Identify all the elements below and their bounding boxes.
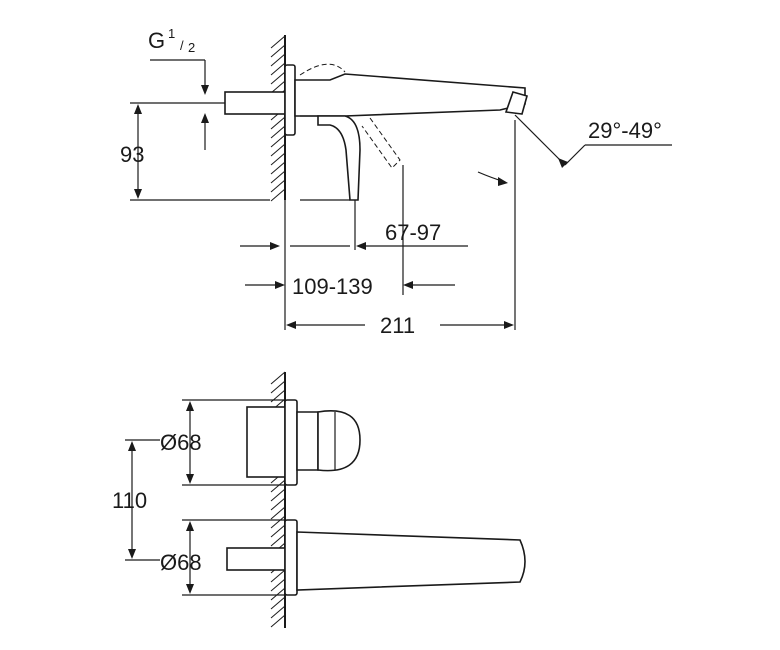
thread-label: G xyxy=(148,28,165,53)
hatch-line xyxy=(270,596,286,610)
hatch-line xyxy=(270,479,286,493)
valve-flange xyxy=(284,399,298,486)
hatch-line xyxy=(270,578,286,592)
spacing-110-label: 110 xyxy=(112,488,147,513)
hatch-line xyxy=(270,44,286,58)
diameter-top-dimension: Ø68 xyxy=(160,399,285,486)
wall-top xyxy=(270,35,286,202)
dia-top-label: Ø68 xyxy=(160,430,202,455)
angle-label: 29°-49° xyxy=(588,118,662,143)
height-93-label: 93 xyxy=(120,142,144,167)
valve-front-view xyxy=(246,399,361,486)
dimension-109-139: 109-139 xyxy=(245,200,455,330)
hatch-line xyxy=(270,62,286,76)
dia-bottom-label: Ø68 xyxy=(160,550,202,575)
hatch-line xyxy=(270,179,286,193)
hatch-line xyxy=(270,371,286,385)
dimension-67-97: 67-97 xyxy=(240,165,468,295)
hatch-line xyxy=(270,71,286,85)
hatch-line xyxy=(270,533,286,547)
diameter-bottom-dimension: Ø68 xyxy=(160,519,285,596)
angle-dimension: 29°-49° xyxy=(477,114,672,186)
hatch-line xyxy=(270,488,286,502)
svg-text:/: / xyxy=(180,38,184,53)
spout-flange xyxy=(284,519,298,596)
hatch-line xyxy=(270,161,286,175)
hatch-line xyxy=(270,53,286,67)
wall-flange xyxy=(284,64,296,136)
hatch-line xyxy=(270,524,286,538)
hatch-line xyxy=(270,80,286,94)
hatch-line xyxy=(270,569,286,583)
hatch-line xyxy=(270,134,286,148)
length-211-label: 211 xyxy=(380,313,415,338)
hatch-line xyxy=(270,116,286,130)
hatch-line xyxy=(270,170,286,184)
hatch-line xyxy=(270,152,286,166)
dimension-211: 211 xyxy=(286,120,516,338)
range-109-139-label: 109-139 xyxy=(292,274,373,299)
hatch-line xyxy=(270,35,286,49)
range-67-97-label: 67-97 xyxy=(385,220,441,245)
hatch-line xyxy=(270,125,286,139)
spout-body xyxy=(296,531,526,591)
hatch-line xyxy=(270,380,286,394)
valve-housing xyxy=(246,406,286,478)
thread-sub: 2 xyxy=(188,40,195,55)
hatch-line xyxy=(270,515,286,529)
hatch-line xyxy=(270,605,286,619)
hatch-line xyxy=(270,506,286,520)
hatch-line xyxy=(270,188,286,202)
valve-knob xyxy=(317,410,361,472)
hatch-line xyxy=(270,143,286,157)
spout-front-view xyxy=(226,519,526,596)
spout-side-view xyxy=(294,73,528,117)
hatch-line xyxy=(270,587,286,601)
thread-dimension: G 1 / 2 xyxy=(148,26,209,150)
inlet-pipe xyxy=(224,91,286,115)
hatch-line xyxy=(270,614,286,628)
thread-sup: 1 xyxy=(168,26,175,41)
hatch-line xyxy=(270,497,286,511)
spout-pipe xyxy=(226,547,286,571)
dimension-93: 93 xyxy=(120,102,350,201)
spacing-110-dimension: 110 xyxy=(112,439,160,561)
